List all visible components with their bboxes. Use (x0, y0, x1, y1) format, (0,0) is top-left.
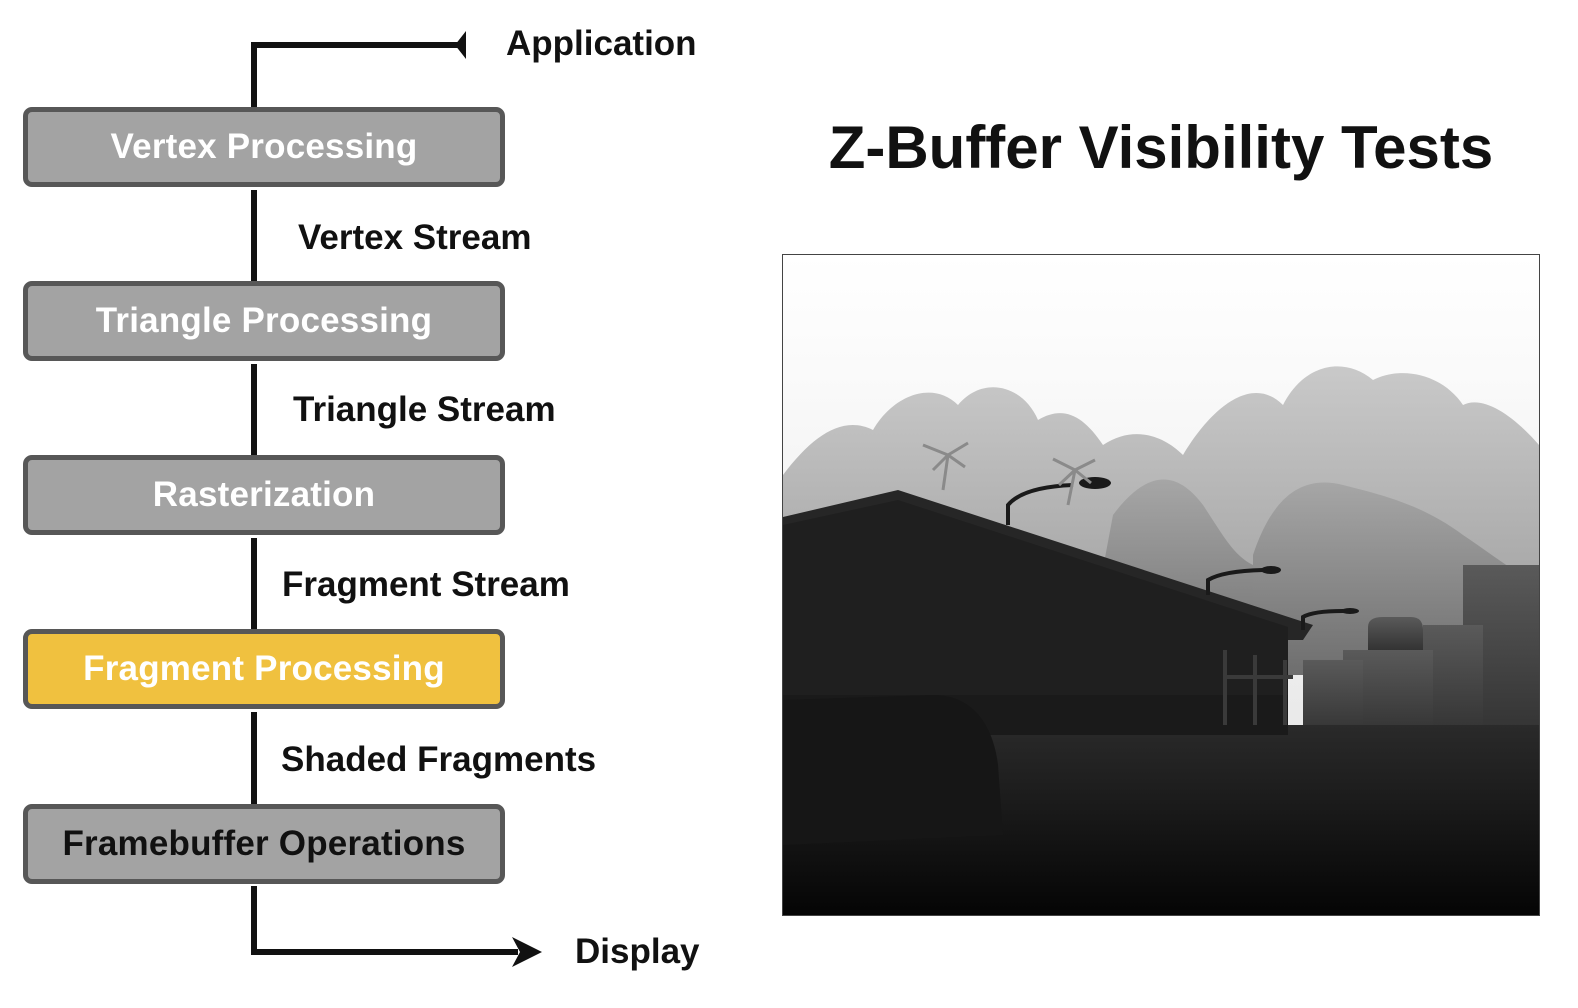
stage-fragment-processing: Fragment Processing (23, 629, 505, 709)
stage-framebuffer-operations: Framebuffer Operations (23, 804, 505, 884)
veranda (1223, 650, 1293, 725)
application-label: Application (506, 24, 697, 63)
warehouse-body (783, 500, 1288, 725)
stage-label: Triangle Processing (95, 301, 433, 340)
industrial-structures (1303, 565, 1539, 735)
depth-scene (783, 255, 1539, 915)
stage-label: Vertex Processing (110, 127, 418, 166)
stream-label-fragment: Fragment Stream (282, 565, 570, 604)
input-arrowhead (455, 31, 466, 59)
input-connector (251, 42, 460, 110)
car-silhouette (783, 695, 1003, 845)
stream-label-triangle: Triangle Stream (293, 390, 556, 429)
stream-label-shaded-fragments: Shaded Fragments (281, 740, 597, 779)
palm-trees (922, 441, 1096, 506)
stream-label-vertex: Vertex Stream (298, 218, 532, 257)
stage-vertex-processing: Vertex Processing (23, 107, 505, 187)
output-arrowhead (512, 937, 542, 967)
panel-title: Z-Buffer Visibility Tests (828, 114, 1494, 181)
output-connector (251, 886, 518, 955)
street-lamps (1006, 483, 1344, 630)
stage-rasterization: Rasterization (23, 455, 505, 535)
stage-triangle-processing: Triangle Processing (23, 281, 505, 361)
display-label: Display (575, 932, 700, 971)
stage-label: Fragment Processing (83, 649, 445, 688)
stage-label: Framebuffer Operations (62, 824, 466, 863)
depth-buffer-image (782, 254, 1540, 916)
stage-label: Rasterization (152, 475, 376, 514)
